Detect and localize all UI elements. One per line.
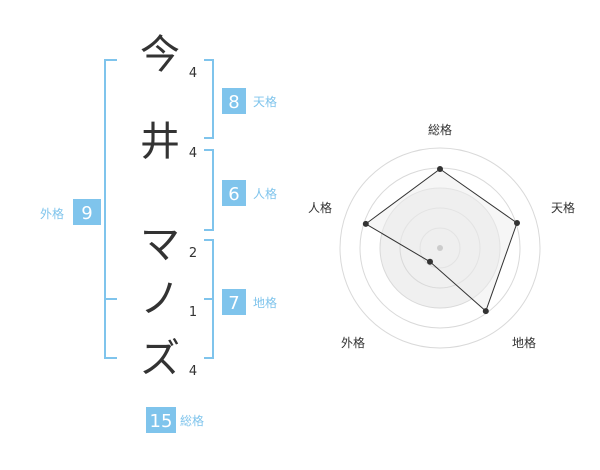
radar-label-gaikaku: 外格	[341, 335, 365, 350]
gaikaku-value: 9	[81, 203, 92, 224]
radar-center-dot	[437, 245, 443, 251]
gaikaku-badge: 外格 9	[40, 199, 101, 225]
gaikaku-label: 外格	[40, 206, 64, 221]
jinkaku-badge: 6 人格	[222, 180, 277, 206]
radar-point-4	[427, 258, 433, 265]
radar-ring-5	[339, 147, 541, 349]
name-char-1: 今	[140, 32, 180, 78]
chikaku-value: 7	[228, 293, 239, 314]
stroke-count-5: 4	[189, 364, 197, 379]
name-char-3: マ	[140, 222, 180, 268]
soukaku-label: 総格	[180, 413, 204, 428]
radar-label-jinkaku: 人格	[308, 200, 332, 215]
name-characters: 今 4 井 4 マ 2 ノ 1 ズ 4	[140, 32, 197, 382]
chikaku-label: 地格	[253, 295, 277, 310]
radar-label-chikaku: 地格	[512, 335, 536, 350]
tenkaku-bracket	[204, 59, 214, 139]
radar-chart: 総格 天格 地格 外格 人格	[308, 122, 575, 350]
radar-polygon	[364, 168, 518, 312]
radar-label-tenkaku: 天格	[551, 200, 575, 215]
radar-point-3	[482, 308, 489, 315]
stroke-count-2: 4	[189, 146, 197, 161]
stroke-count-3: 2	[189, 246, 197, 261]
name-char-2: 井	[140, 119, 180, 165]
radar-point-1	[437, 166, 443, 172]
radar-point-2	[514, 220, 520, 226]
chikaku-badge: 7 地格	[222, 289, 277, 315]
radar-point-5	[362, 220, 369, 227]
tenkaku-label: 天格	[253, 94, 277, 109]
radar-points	[362, 166, 520, 315]
jinkaku-bracket	[204, 149, 214, 231]
gaikaku-bracket	[104, 59, 117, 359]
soukaku-value: 15	[150, 411, 173, 432]
name-char-4: ノ	[140, 276, 180, 322]
jinkaku-value: 6	[228, 184, 239, 205]
name-char-5: ズ	[140, 336, 180, 382]
soukaku-badge: 15 総格	[146, 407, 204, 433]
tenkaku-value: 8	[228, 92, 239, 113]
stroke-count-4: 1	[189, 305, 197, 320]
radar-label-soukaku: 総格	[428, 122, 452, 137]
jinkaku-label: 人格	[253, 186, 277, 201]
tenkaku-badge: 8 天格	[222, 88, 277, 114]
kaku-brackets	[104, 59, 214, 359]
stroke-count-1: 4	[189, 66, 197, 81]
